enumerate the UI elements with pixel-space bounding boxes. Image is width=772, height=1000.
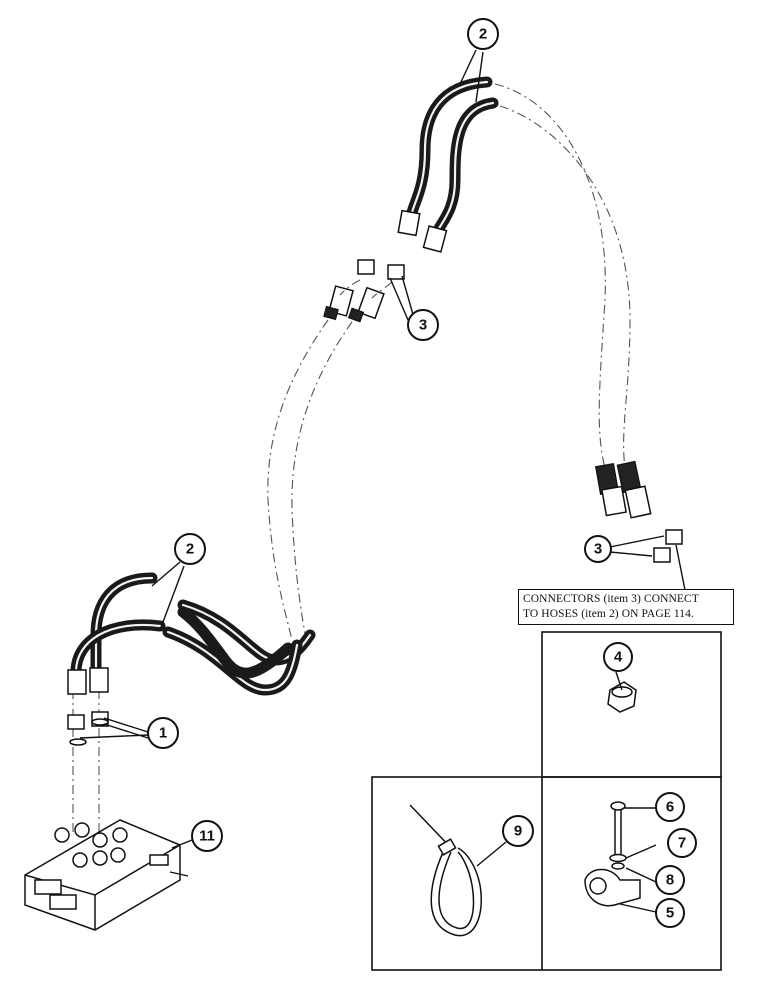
- svg-text:8: 8: [666, 872, 674, 889]
- callout-4: 4: [603, 642, 633, 672]
- upper-connectors: [323, 259, 405, 323]
- callout-5: 5: [655, 898, 685, 928]
- callout-6: 6: [655, 792, 685, 822]
- callout-3-upper: 3: [407, 309, 439, 341]
- callout-1: 1: [147, 717, 179, 749]
- svg-text:4: 4: [614, 649, 623, 666]
- callout-7: 7: [667, 828, 697, 858]
- inset-frames: [371, 631, 722, 971]
- upper-hose-pair: [397, 76, 499, 253]
- svg-text:5: 5: [666, 905, 674, 922]
- hose-routing-phantom-lines: [72, 83, 631, 835]
- connector-note-box: CONNECTORS (item 3) CONNECT TO HOSES (it…: [518, 589, 734, 625]
- svg-text:9: 9: [514, 823, 522, 840]
- svg-text:2: 2: [186, 541, 194, 558]
- callout-11: 11: [191, 820, 223, 852]
- right-hose-ends: [595, 460, 683, 563]
- control-valve: [24, 819, 189, 931]
- cable-tie-item-9: [409, 804, 482, 937]
- callout-3-lower: 3: [584, 535, 612, 563]
- svg-text:6: 6: [666, 799, 674, 816]
- callout-2-bottom: 2: [174, 533, 206, 565]
- svg-text:1: 1: [159, 725, 167, 742]
- svg-text:3: 3: [419, 317, 427, 334]
- callout-2-top: 2: [467, 18, 499, 50]
- lower-hose-pair: [67, 572, 316, 746]
- svg-text:7: 7: [678, 835, 686, 852]
- leader-lines: [79, 49, 686, 913]
- note-line-1: CONNECTORS (item 3) CONNECT: [523, 593, 699, 605]
- fitting-item-4: [607, 681, 637, 713]
- svg-text:11: 11: [199, 828, 215, 845]
- svg-text:2: 2: [479, 26, 487, 43]
- callout-9: 9: [502, 815, 534, 847]
- callout-8: 8: [655, 865, 685, 895]
- svg-text:3: 3: [594, 541, 602, 558]
- note-line-2: TO HOSES (item 2) ON PAGE 114.: [523, 608, 694, 620]
- clamp-assembly: [584, 801, 641, 907]
